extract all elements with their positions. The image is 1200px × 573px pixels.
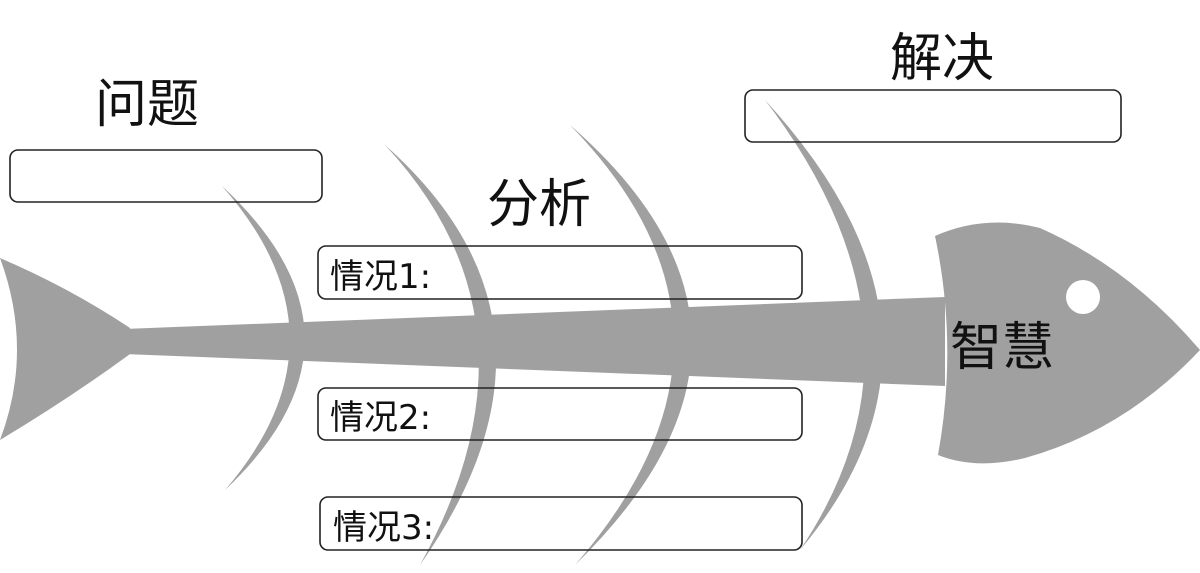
situation-3: 情况3: <box>319 496 803 551</box>
fish-skeleton <box>0 100 1200 565</box>
situation-2: 情况2: <box>317 387 803 441</box>
fish-rib-3 <box>570 125 692 565</box>
situation-label: 情况1: <box>330 257 431 297</box>
solution-heading: 解决 <box>890 29 994 89</box>
fish-spine <box>125 297 945 386</box>
situation-1: 情况1: <box>317 245 803 300</box>
situation-label: 情况2: <box>330 398 431 438</box>
fish-rib-4 <box>765 100 883 550</box>
situation-label: 情况3: <box>333 508 434 548</box>
problem-heading: 问题 <box>95 75 199 135</box>
fish-rib-2 <box>385 145 497 565</box>
solution-box <box>744 89 1122 143</box>
fish-head <box>935 222 1200 464</box>
analysis-heading: 分析 <box>487 175 591 235</box>
problem-box <box>9 149 323 203</box>
situation-box <box>319 496 803 551</box>
fish-rib-1 <box>222 186 305 490</box>
situation-box <box>317 245 803 300</box>
wisdom-heading: 智慧 <box>950 318 1054 378</box>
fish-eye <box>1066 280 1100 314</box>
situation-box <box>317 387 803 441</box>
fish-tail <box>0 258 130 440</box>
